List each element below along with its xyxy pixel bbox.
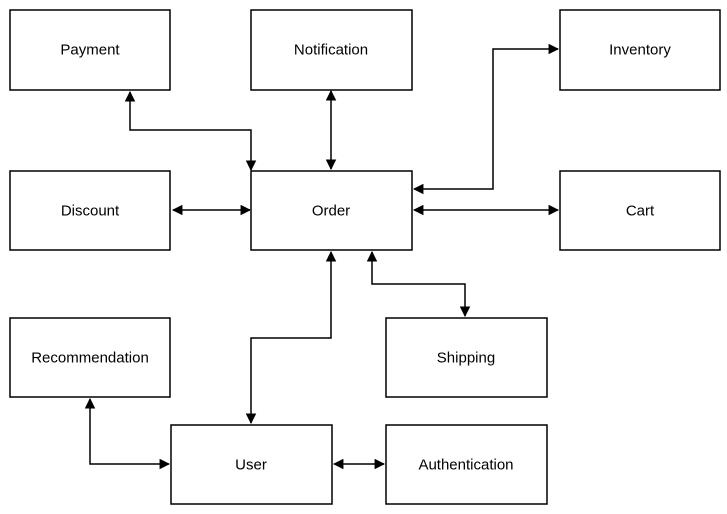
edges	[84, 43, 560, 470]
node-label: Authentication	[418, 457, 513, 474]
node-authentication: Authentication	[385, 424, 548, 505]
node-box	[559, 9, 721, 91]
edge-order-inventory	[412, 43, 560, 195]
node-payment: Payment	[9, 9, 171, 91]
node-label: Notification	[294, 42, 368, 59]
node-box	[250, 9, 413, 91]
node-box	[250, 170, 413, 251]
node-cart: Cart	[559, 170, 721, 251]
node-box	[385, 424, 548, 505]
node-label: Shipping	[437, 350, 495, 367]
node-label: Inventory	[609, 42, 671, 59]
node-label: User	[235, 457, 267, 474]
node-recommendation: Recommendation	[9, 317, 171, 398]
node-shipping: Shipping	[385, 317, 548, 398]
node-inventory: Inventory	[559, 9, 721, 91]
node-box	[9, 317, 171, 398]
edge-user-recommendation	[84, 397, 171, 470]
node-user: User	[170, 424, 333, 505]
node-label: Order	[312, 203, 350, 220]
node-box	[9, 170, 171, 251]
node-label: Discount	[61, 203, 120, 220]
node-box	[170, 424, 333, 505]
node-box	[9, 9, 171, 91]
node-box	[559, 170, 721, 251]
node-label: Recommendation	[31, 350, 149, 367]
edge-order-shipping	[366, 250, 471, 318]
edge-order-user	[245, 250, 337, 425]
node-box	[385, 317, 548, 398]
node-notification: Notification	[250, 9, 413, 91]
node-order: Order	[250, 170, 413, 251]
node-label: Cart	[626, 203, 655, 220]
node-label: Payment	[60, 42, 120, 59]
node-discount: Discount	[9, 170, 171, 251]
edge-order-payment	[124, 90, 257, 172]
